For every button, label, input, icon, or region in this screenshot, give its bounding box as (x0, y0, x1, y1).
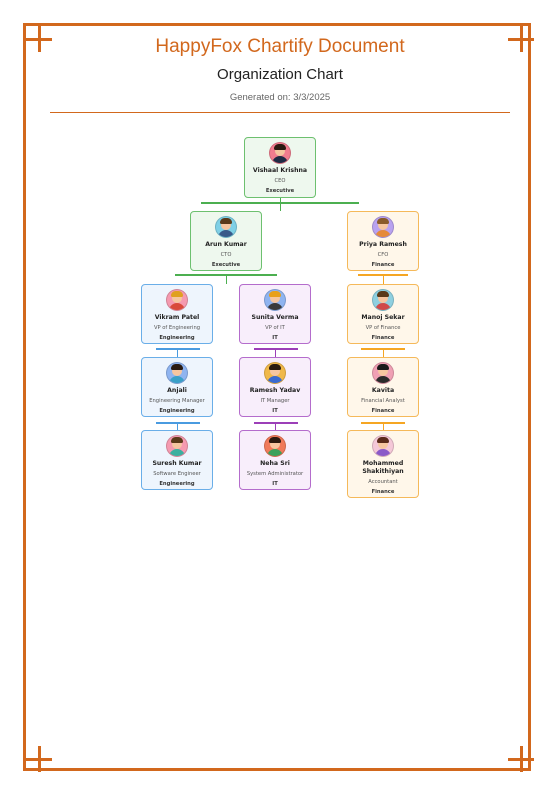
chart-subtitle: Organization Chart (217, 66, 343, 83)
org-card-vp-it[interactable]: Sunita Verma VP of IT IT (239, 284, 311, 344)
avatar (264, 362, 286, 384)
person-name: Ramesh Yadav (249, 387, 301, 394)
person-role: VP of Engineering (153, 325, 201, 331)
person-department: Executive (211, 262, 241, 268)
page-frame (23, 23, 531, 771)
connector (201, 202, 359, 204)
person-department: Executive (265, 188, 295, 194)
person-name: Priya Ramesh (359, 241, 407, 248)
person-department: Engineering (159, 481, 195, 487)
person-role: Software Engineer (153, 471, 201, 477)
avatar (166, 362, 188, 384)
avatar (372, 216, 394, 238)
org-card-software-engineer[interactable]: Suresh Kumar Software Engineer Engineeri… (141, 430, 213, 490)
org-card-vp-engineering[interactable]: Vikram Patel VP of Engineering Engineeri… (141, 284, 213, 344)
avatar (264, 435, 286, 457)
connector (254, 422, 298, 424)
corner-ornament-bottom-right (508, 746, 534, 772)
connector (275, 424, 276, 431)
connector (177, 424, 178, 431)
person-department: IT (272, 408, 278, 414)
person-department: Engineering (159, 335, 195, 341)
org-card-engineering-manager[interactable]: Anjali Engineering Manager Engineering (141, 357, 213, 417)
person-role: IT Manager (260, 398, 290, 404)
connector (280, 198, 281, 202)
avatar (264, 289, 286, 311)
person-department: IT (272, 481, 278, 487)
person-name: Mohammed Shakithiyan (362, 460, 404, 475)
person-role: Accountant (368, 479, 398, 485)
person-role: CFO (377, 252, 389, 258)
corner-ornament-top-right (508, 26, 534, 52)
person-name: Manoj Sekar (361, 314, 405, 321)
avatar (215, 216, 237, 238)
connector (156, 422, 200, 424)
person-role: VP of IT (265, 325, 285, 331)
person-department: Finance (371, 335, 395, 341)
connector (361, 348, 405, 350)
avatar (372, 289, 394, 311)
org-card-system-administrator[interactable]: Neha Sri System Administrator IT (239, 430, 311, 490)
org-card-cfo[interactable]: Priya Ramesh CFO Finance (347, 211, 419, 271)
generated-date: Generated on: 3/3/2025 (229, 92, 331, 103)
person-department: Finance (371, 408, 395, 414)
corner-ornament-top-left (26, 26, 52, 52)
avatar (372, 435, 394, 457)
connector (358, 274, 408, 276)
corner-ornament-bottom-left (26, 746, 52, 772)
person-department: Finance (371, 489, 395, 495)
connector (275, 350, 276, 357)
person-role: Engineering Manager (149, 398, 205, 404)
connector (361, 422, 405, 424)
person-role: System Administrator (246, 471, 304, 477)
person-role: VP of Finance (365, 325, 401, 331)
connector (254, 348, 298, 350)
person-name: Vikram Patel (154, 314, 200, 321)
org-card-ceo[interactable]: Vishaal Krishna CEO Executive (244, 137, 316, 198)
person-name: Neha Sri (260, 460, 290, 467)
person-role: Financial Analyst (361, 398, 405, 404)
person-department: IT (272, 335, 278, 341)
avatar (166, 435, 188, 457)
person-name: Suresh Kumar (152, 460, 202, 467)
org-card-cto[interactable]: Arun Kumar CTO Executive (190, 211, 262, 271)
org-card-it-manager[interactable]: Ramesh Yadav IT Manager IT (239, 357, 311, 417)
person-department: Finance (371, 262, 395, 268)
avatar (269, 142, 291, 164)
avatar (372, 362, 394, 384)
connector (226, 276, 227, 284)
header-divider (50, 112, 510, 113)
person-name: Vishaal Krishna (252, 167, 308, 174)
connector (177, 350, 178, 357)
org-card-financial-analyst[interactable]: Kavita Financial Analyst Finance (347, 357, 419, 417)
connector (175, 274, 277, 276)
connector (156, 348, 200, 350)
org-card-vp-finance[interactable]: Manoj Sekar VP of Finance Finance (347, 284, 419, 344)
person-department: Engineering (159, 408, 195, 414)
person-name: Arun Kumar (205, 241, 247, 248)
person-name: Sunita Verma (251, 314, 299, 321)
avatar (166, 289, 188, 311)
org-card-accountant[interactable]: Mohammed Shakithiyan Accountant Finance (347, 430, 419, 498)
person-name: Anjali (167, 387, 187, 394)
connector (383, 276, 384, 284)
person-role: CEO (274, 178, 286, 184)
connector (383, 350, 384, 357)
person-role: CTO (220, 252, 232, 258)
person-name: Kavita (371, 387, 395, 394)
connector (383, 424, 384, 431)
document-title: HappyFox Chartify Document (155, 36, 405, 57)
connector (280, 204, 281, 211)
